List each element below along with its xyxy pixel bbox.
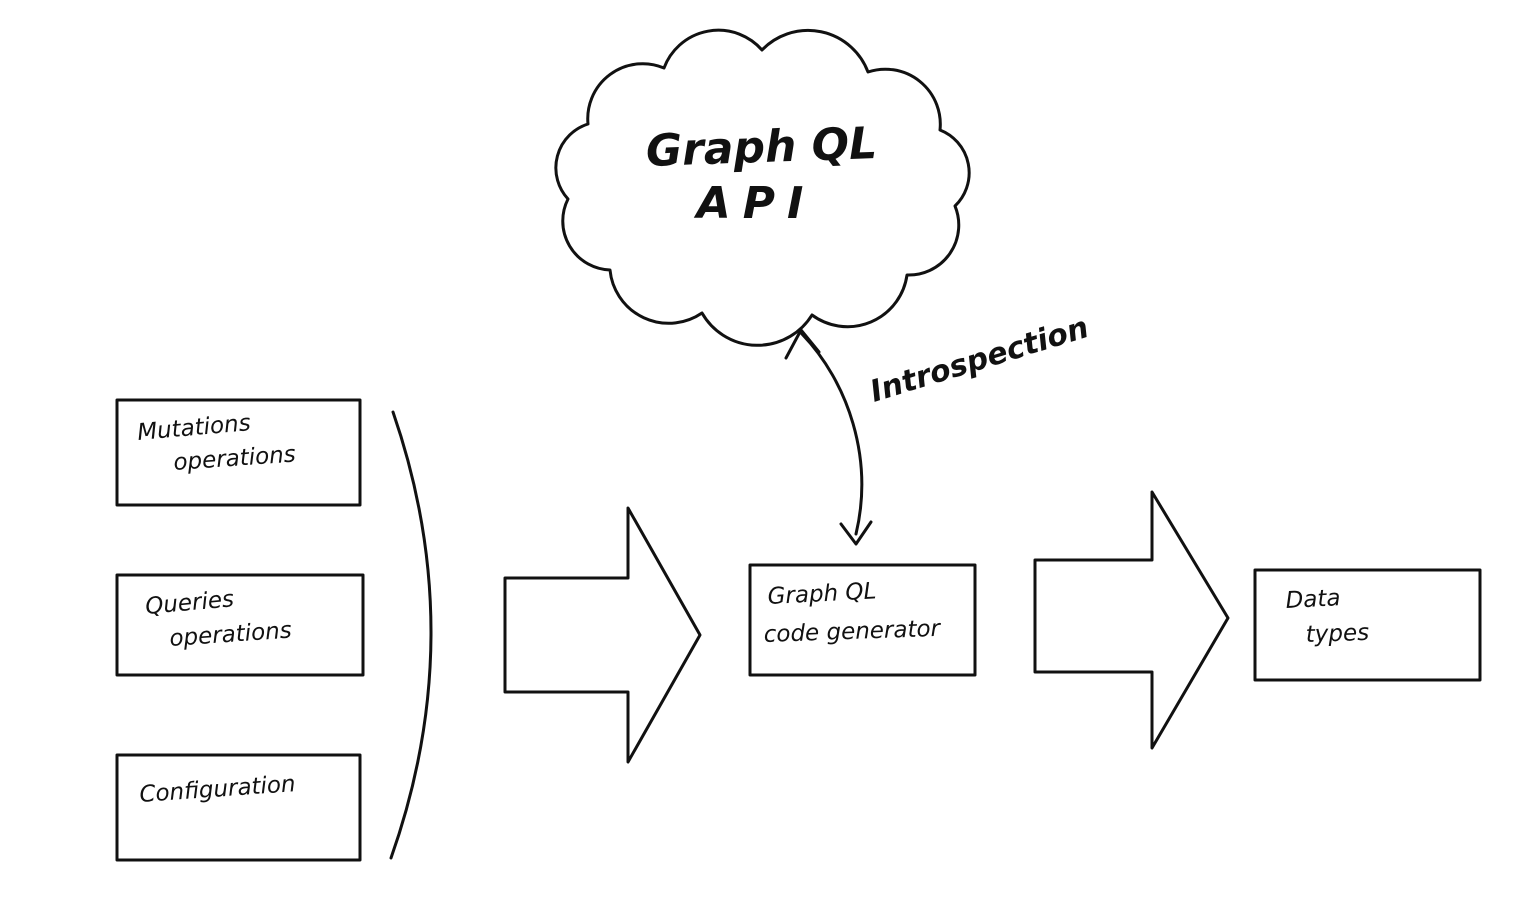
- introspection-label: Introspection: [866, 310, 1093, 410]
- data-types-label-line1: Data: [1285, 585, 1341, 614]
- arrow-inputs-to-generator: [503, 506, 702, 764]
- mutations-box: [115, 398, 362, 507]
- graphql-api-cloud: [554, 28, 971, 347]
- generator-label-line2: code generator: [763, 616, 942, 648]
- introspection-arrowhead-bottom: [839, 520, 873, 546]
- arrow-generator-to-output: [1033, 490, 1230, 750]
- configuration-box: [115, 753, 362, 862]
- data-types-box: [1253, 568, 1482, 682]
- cloud-label-line2: API: [694, 178, 816, 229]
- data-types-label-line2: types: [1305, 620, 1369, 648]
- cloud-label-line1: Graph QL: [645, 118, 878, 177]
- introspection-arrowhead-top: [784, 328, 821, 360]
- generator-label-line1: Graph QL: [767, 578, 877, 610]
- generator-box: [748, 563, 977, 677]
- introspection-arrow: [800, 332, 864, 536]
- queries-box: [115, 573, 365, 677]
- inputs-group-brace: [389, 410, 433, 860]
